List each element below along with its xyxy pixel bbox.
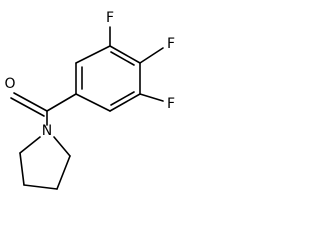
bond-c5-f-bottom: [139, 93, 164, 102]
pyrrolidine-ring: [19, 136, 71, 190]
bond-ring-carbonyl: [46, 93, 77, 112]
atom-label-f-bottom: F: [167, 96, 175, 112]
bond-cb-cc: [23, 184, 58, 190]
carbonyl-double-bond-b: [10, 97, 45, 117]
ring-bond-c2-c3: [75, 45, 111, 64]
bond-cc-cd: [56, 155, 71, 190]
bond-ca-cb: [19, 152, 25, 186]
benzene-ring: [75, 45, 141, 112]
ring-bond-c6-c1: [75, 93, 111, 112]
carbonyl-double-bond-a: [13, 92, 48, 112]
atom-label-f-right: F: [167, 36, 175, 52]
bond-cd-n: [53, 136, 71, 157]
ring-bond-c3-c4: [109, 45, 141, 64]
ring-bond-c5-c6: [109, 93, 141, 112]
ring-double-bond-c3-c4: [110, 51, 135, 66]
structure-diagram: F F F O N: [4, 10, 175, 190]
atom-label-f-top: F: [106, 10, 114, 26]
bond-c4-f-right: [139, 47, 164, 64]
atom-label-oxygen: O: [4, 76, 15, 92]
bond-n-ca: [19, 136, 41, 154]
atom-label-nitrogen: N: [42, 123, 52, 139]
ring-double-bond-c5-c6: [110, 91, 135, 106]
